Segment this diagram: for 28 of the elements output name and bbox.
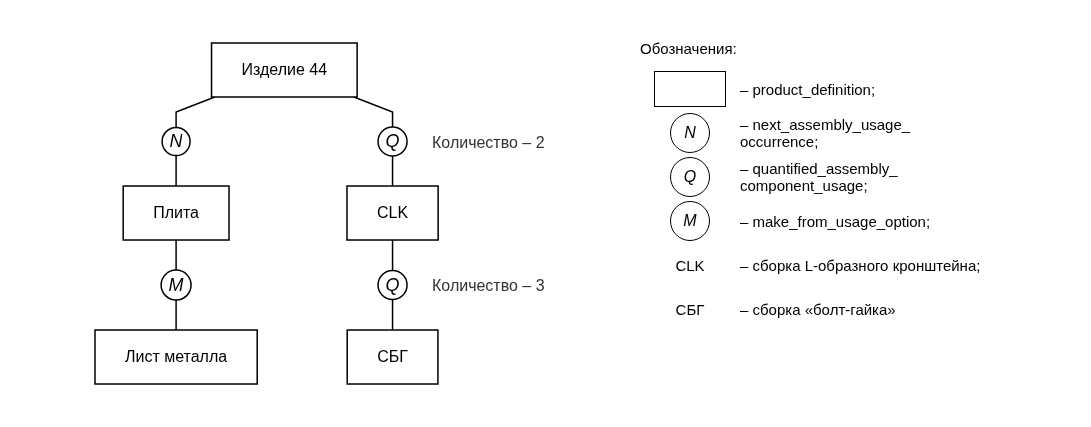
connector bbox=[392, 239, 394, 272]
abbreviation: CLK bbox=[675, 256, 705, 274]
legend-text: – сборка «болт-гайка» bbox=[740, 300, 897, 318]
connector bbox=[353, 96, 394, 128]
connector bbox=[175, 239, 178, 271]
abbreviation: СБГ bbox=[675, 300, 705, 318]
node-circle: N bbox=[161, 126, 192, 157]
legend-text: – quantified_assembly_ component_usage; bbox=[740, 160, 899, 194]
legend-heading: Обозначения: bbox=[640, 40, 737, 57]
connector bbox=[392, 155, 394, 187]
node-box: CLK bbox=[346, 185, 440, 241]
legend-text: – make_from_usage_option; bbox=[740, 212, 932, 230]
node-circle: M bbox=[160, 269, 193, 301]
node-box: СБГ bbox=[346, 329, 439, 385]
connector bbox=[392, 298, 394, 331]
quantity-label: Количество – 3 bbox=[432, 277, 545, 294]
node-box: Лист металла bbox=[94, 329, 259, 385]
quantity-label: Количество – 2 bbox=[432, 133, 545, 151]
node-circle: Q bbox=[377, 126, 408, 157]
connector bbox=[175, 96, 216, 129]
legend-text: – product_definition; bbox=[740, 80, 877, 98]
legend-text: – сборка L-образного кронштейна; bbox=[740, 256, 982, 274]
connector bbox=[175, 154, 178, 187]
node-box: Изделие 44 bbox=[210, 42, 359, 98]
node-circle: Q bbox=[377, 269, 408, 301]
legend-text: – next_assembly_usage_ occurrence; bbox=[740, 116, 912, 150]
connector bbox=[175, 299, 178, 331]
node-box: Плита bbox=[122, 185, 230, 241]
